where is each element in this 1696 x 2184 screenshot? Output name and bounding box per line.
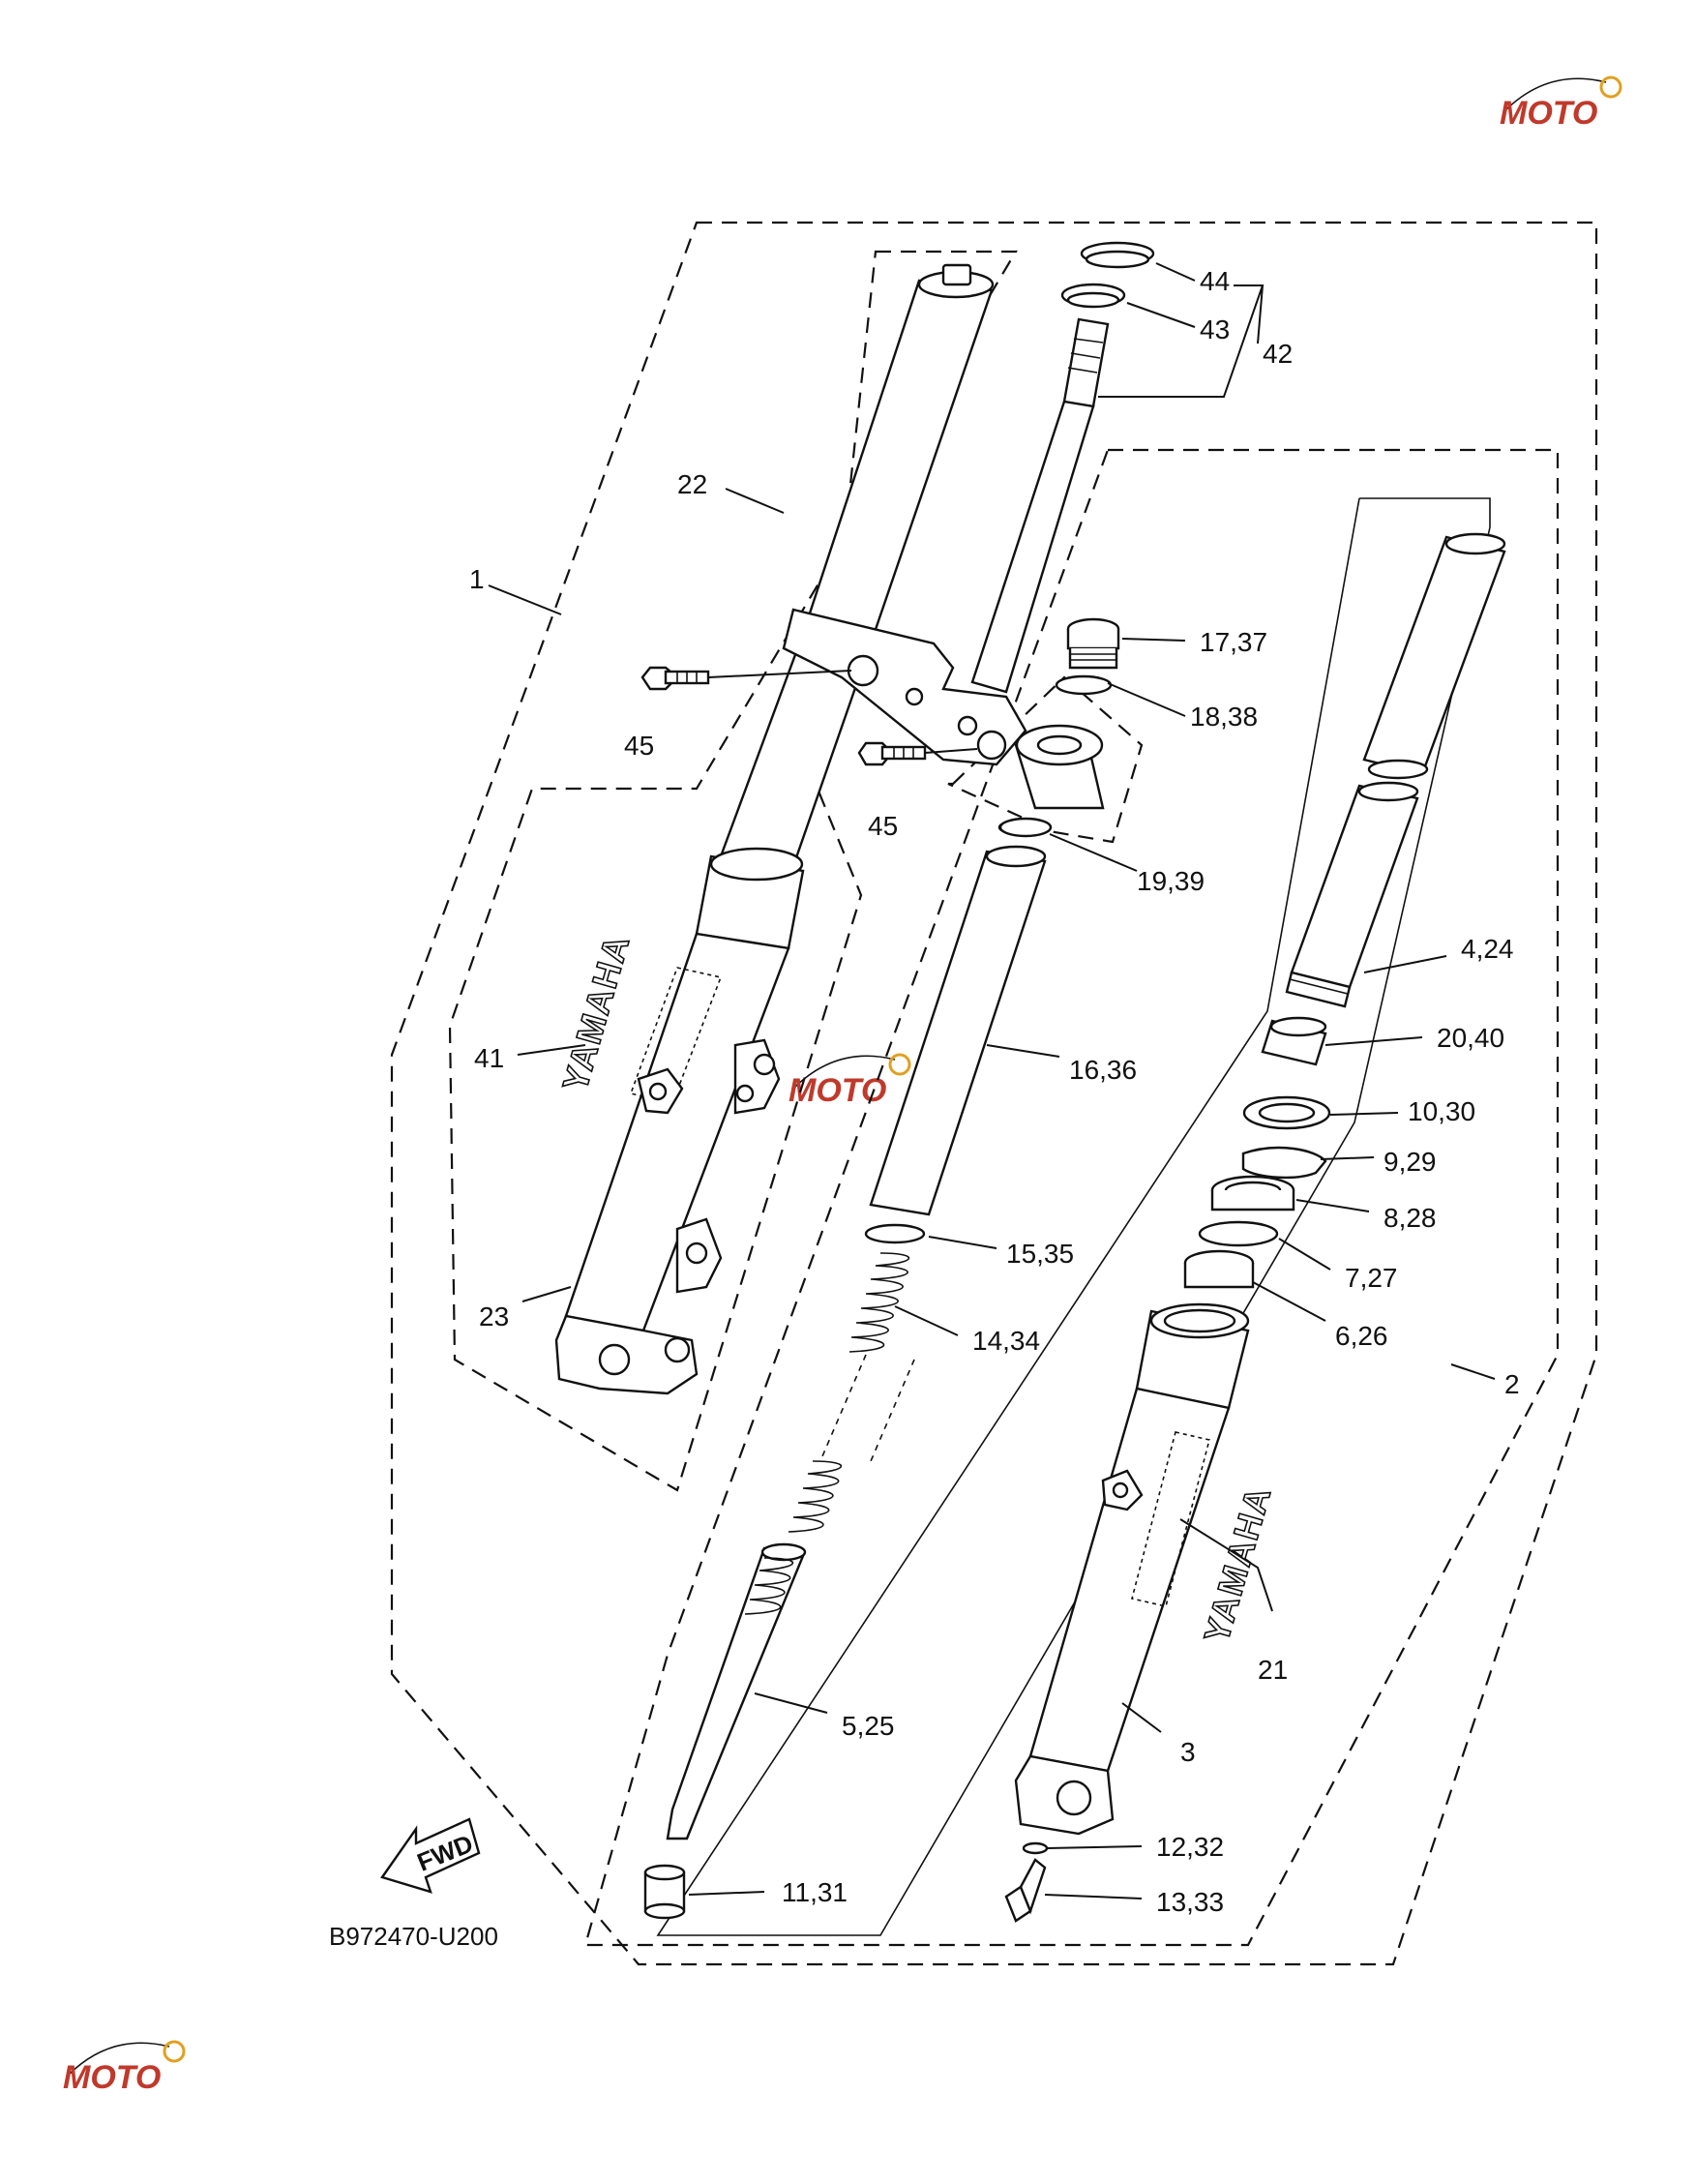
watermark-top-right: MOTO <box>1500 75 1622 132</box>
oil-seal-19-39 <box>998 817 1053 838</box>
group-outline-inner-fork <box>947 675 1144 844</box>
callout-16-36: 16,36 <box>1069 1055 1137 1085</box>
callout-15-35: 15,35 <box>1006 1239 1074 1269</box>
callout-45-lower: 45 <box>868 811 898 841</box>
outer-tube-23 <box>554 847 805 1395</box>
callout-42: 42 <box>1263 339 1293 369</box>
fork-cap-stack <box>1060 241 1155 309</box>
oil-seal-8-28 <box>1210 1175 1295 1212</box>
spring-14-34-upper <box>848 1252 910 1353</box>
group-outline-22 <box>448 250 1018 1492</box>
washer-7-27 <box>1198 1220 1279 1247</box>
svg-text:MOTO: MOTO <box>63 2059 161 2096</box>
group-outline-1 <box>390 221 1598 1966</box>
bolt-45-lower <box>857 741 927 766</box>
fwd-arrow: FWD <box>380 1817 481 1894</box>
oil-lock-11-31 <box>643 1864 686 1920</box>
spring-14-34-lower <box>788 1460 843 1533</box>
svg-text:MOTO: MOTO <box>788 1072 886 1109</box>
callout-9-29: 9,29 <box>1384 1147 1437 1177</box>
damper-coil <box>744 1557 794 1615</box>
handlebar-clamp <box>782 608 1027 766</box>
diagram-code: B972470-U200 <box>329 1922 498 1951</box>
callout-21: 21 <box>1258 1655 1288 1685</box>
callout-7-27: 7,27 <box>1345 1263 1398 1293</box>
callout-2: 2 <box>1504 1369 1520 1399</box>
callout-12-32: 12,32 <box>1156 1832 1224 1862</box>
bolt-13-33 <box>1004 1858 1047 1923</box>
callout-20-40: 20,40 <box>1437 1023 1504 1053</box>
frame-lines-2 <box>656 497 1491 1936</box>
damper-rod-5-25 <box>666 1542 807 1840</box>
callout-11-31: 11,31 <box>782 1877 848 1907</box>
washer-12-32 <box>1022 1841 1049 1855</box>
brand-lettering-right: YAMAHA <box>1196 1481 1278 1648</box>
callout-5-25: 5,25 <box>842 1711 895 1741</box>
group-outline-2 <box>583 448 1560 1947</box>
callout-6-26: 6,26 <box>1335 1321 1388 1351</box>
washer-18-38 <box>1055 674 1113 696</box>
inner-tube-4-24 <box>1285 532 1506 1008</box>
cap-bolt-17-37 <box>1066 617 1120 670</box>
callout-10-30: 10,30 <box>1408 1096 1475 1126</box>
callout-19-39: 19,39 <box>1137 866 1205 896</box>
inner-tube-16-36 <box>869 845 1047 1216</box>
callout-44: 44 <box>1200 266 1230 296</box>
bolt-45-upper <box>640 666 710 691</box>
callout-3: 3 <box>1180 1737 1196 1767</box>
callout-1: 1 <box>469 564 485 594</box>
callout-13-33: 13,33 <box>1156 1887 1224 1917</box>
spring-guide-lines <box>821 1354 915 1462</box>
callout-17-37: 17,37 <box>1200 627 1267 657</box>
inner-rod-42 <box>970 317 1110 694</box>
callout-4-24: 4,24 <box>1461 934 1514 964</box>
leader-lines <box>488 262 1496 1900</box>
bracket-41 <box>637 1067 684 1115</box>
outer-tube-3 <box>1014 1302 1250 1836</box>
outer-tube-22 <box>719 263 995 868</box>
slide-metal-6-26 <box>1183 1249 1255 1289</box>
callout-41: 41 <box>474 1043 504 1073</box>
callout-18-38: 18,38 <box>1190 702 1258 732</box>
callout-43: 43 <box>1200 314 1230 344</box>
svg-text:MOTO: MOTO <box>1500 95 1597 132</box>
watermark-bottom-left: MOTO <box>63 2040 186 2096</box>
spacer-15-35 <box>864 1223 926 1244</box>
slide-metal-20-40-top <box>1269 1016 1327 1037</box>
watermark-center: MOTO <box>788 1053 911 1109</box>
callout-45-upper: 45 <box>624 731 654 761</box>
dust-seal-10-30 <box>1242 1095 1331 1130</box>
callout-22: 22 <box>677 469 707 499</box>
callout-8-28: 8,28 <box>1384 1203 1437 1233</box>
brand-lettering-left: YAMAHA <box>554 930 637 1096</box>
callout-23: 23 <box>479 1301 509 1331</box>
callout-labels: 44 43 42 22 1 17,37 18,38 45 45 19,39 4,… <box>469 266 1520 1917</box>
callout-14-34: 14,34 <box>972 1326 1040 1356</box>
circlip-9-29 <box>1241 1146 1327 1180</box>
